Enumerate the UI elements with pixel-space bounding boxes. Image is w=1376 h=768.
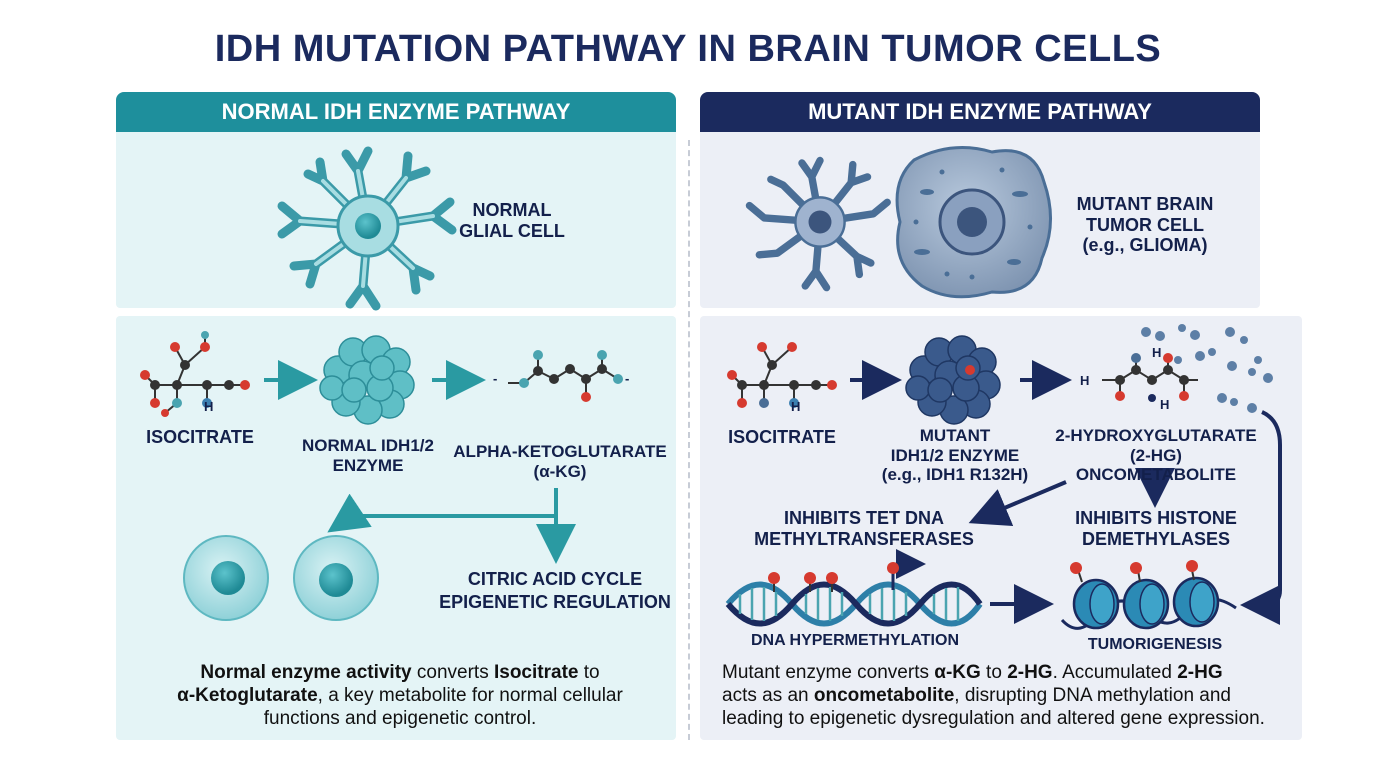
atom-h-mutant: H [791, 399, 801, 414]
normal-header-text: NORMAL IDH ENZYME PATHWAY [221, 99, 571, 124]
desc-text-line3: functions and epigenetic control. [263, 707, 537, 729]
mutant-panel-header: MUTANT IDH ENZYME PATHWAY [700, 92, 1260, 132]
tumorigenesis-label: TUMORIGENESIS [1087, 636, 1223, 653]
alpha-kg-label-line1: ALPHA-KETOGLUTARATE [453, 442, 667, 461]
page-title: IDH MUTATION PATHWAY IN BRAIN TUMOR CELL… [214, 28, 1162, 70]
dna-hypermethylation-label: DNA HYPERMETHYLATION [751, 632, 959, 649]
mutant-enzyme-label-line1: MUTANT [919, 426, 991, 445]
arrow-2hg-to-tumorigenesis [1240, 410, 1282, 625]
mutant-cell-label: MUTANT BRAIN TUMOR CELL (e.g., GLIOMA) [1056, 194, 1234, 256]
mutant-cell-label-line1: MUTANT BRAIN [1076, 194, 1214, 214]
mutant-enzyme-label: MUTANT IDH1/2 ENZYME (e.g., IDH1 R132H) [880, 426, 1030, 485]
arrow-akg-branch [343, 488, 558, 526]
desc-text-line3: leading to epigenetic dysregulation and … [722, 707, 1265, 729]
inhibits-histone-line2: DEMETHYLASES [1081, 528, 1231, 549]
inhibits-tet-line1: INHIBITS TET DNA [784, 508, 944, 528]
normal-cell-label-line1: NORMAL [472, 200, 552, 220]
desc-text: to [980, 662, 1008, 683]
mutant-pathway-box [700, 316, 1302, 740]
2hg-label: 2-HYDROXYGLUTARATE (2-HG) ONCOMETABOLITE [1040, 426, 1272, 485]
isocitrate-molecule-normal [140, 331, 250, 417]
epigenetic-regulation-label: EPIGENETIC REGULATION [439, 592, 671, 613]
desc-bold-akg: α-KG [934, 662, 981, 683]
mutant-header-text: MUTANT IDH ENZYME PATHWAY [808, 99, 1152, 124]
desc-text: acts as an [722, 684, 814, 706]
nucleosomes-icon [1060, 560, 1237, 630]
arrow-to-cells [327, 493, 372, 533]
panel-divider [688, 140, 690, 740]
mutant-cell-label-line2: TUMOR CELL [1086, 214, 1204, 235]
desc-bold-oncometabolite: oncometabolite [813, 684, 955, 706]
arrow-2hg-to-tet [968, 480, 1067, 526]
alpha-kg-label: ALPHA-KETOGLUTARATE (α-KG) [450, 442, 670, 481]
mutant-idh-enzyme-icon [905, 335, 1001, 425]
mutant-description: Mutant enzyme converts α-KG to 2-HG. Acc… [722, 662, 1302, 730]
normal-enzyme-label-line2: ENZYME [332, 455, 404, 475]
desc-text: , disrupting DNA methylation and [954, 684, 1232, 706]
dna-helix-icon [725, 549, 983, 627]
desc-bold-akg: α-Ketoglutarate [177, 684, 318, 706]
desc-text: to [578, 662, 600, 683]
atom-charge-right: - [625, 371, 630, 386]
normal-description: Normal enzyme activity converts Isocitra… [130, 662, 670, 730]
inhibits-histone-line1: INHIBITS HISTONE [1075, 508, 1237, 528]
2hg-label-line3: ONCOMETABOLITE [1075, 465, 1237, 485]
normal-enzyme-label-line1: NORMAL IDH1/2 [302, 436, 434, 455]
normal-cell-label-line2: GLIAL CELL [459, 220, 565, 241]
tumor-cell-icon [895, 146, 1053, 299]
healthy-cells-icon [183, 535, 379, 621]
mutant-isocitrate-label: ISOCITRATE [728, 427, 836, 447]
inhibits-tet-line2: METHYLTRANSFERASES [754, 528, 974, 549]
desc-text: Mutant enzyme converts [722, 662, 935, 683]
mutant-glial-cell-icon [745, 156, 891, 292]
atom-h-normal: H [204, 399, 214, 414]
desc-text: converts [411, 662, 494, 683]
mutant-cell-label-line3: (e.g., GLIOMA) [1082, 235, 1208, 256]
isocitrate-molecule-mutant [727, 342, 837, 408]
normal-outcome-label: CITRIC ACID CYCLE EPIGENETIC REGULATION [420, 568, 690, 615]
2hg-label-line1: 2-HYDROXYGLUTARATE [1055, 426, 1257, 445]
desc-bold-normal-activity: Normal enzyme activity [200, 662, 412, 683]
desc-bold-isocitrate: Isocitrate [493, 662, 579, 683]
mutant-enzyme-label-line2: IDH1/2 ENZYME [890, 445, 1020, 465]
desc-bold-2hg-2: 2-HG [1177, 662, 1223, 683]
normal-cell-label: NORMAL GLIAL CELL [452, 200, 572, 241]
oncometabolite-particles [1141, 324, 1273, 413]
alpha-kg-label-line2: (α-KG) [533, 461, 587, 481]
normal-glial-cell-icon [277, 146, 457, 311]
normal-isocitrate-label: ISOCITRATE [146, 427, 254, 447]
inhibits-histone-label: INHIBITS HISTONE DEMETHYLASES [1058, 508, 1254, 549]
citric-acid-cycle-label: CITRIC ACID CYCLE [467, 569, 643, 589]
2hg-molecule [1102, 353, 1198, 402]
normal-panel-header: NORMAL IDH ENZYME PATHWAY [116, 92, 676, 132]
desc-text: , a key metabolite for normal cellular [317, 684, 623, 706]
2hg-label-line2: (2-HG) [1130, 445, 1182, 465]
desc-bold-2hg: 2-HG [1007, 662, 1053, 683]
desc-text: . Accumulated [1052, 662, 1178, 683]
inhibits-tet-label: INHIBITS TET DNA METHYLTRANSFERASES [726, 508, 1002, 549]
normal-idh-enzyme-icon [319, 335, 415, 425]
alpha-kg-molecule [508, 350, 623, 402]
mutant-enzyme-label-line3: (e.g., IDH1 R132H) [881, 465, 1029, 485]
atom-h-2hg-bottom: H [1160, 397, 1170, 412]
atom-h-2hg-top: H [1152, 345, 1162, 360]
normal-enzyme-label: NORMAL IDH1/2 ENZYME [292, 436, 444, 475]
atom-charge-left: - [493, 371, 498, 386]
atom-h-2hg-left: H [1080, 373, 1090, 388]
